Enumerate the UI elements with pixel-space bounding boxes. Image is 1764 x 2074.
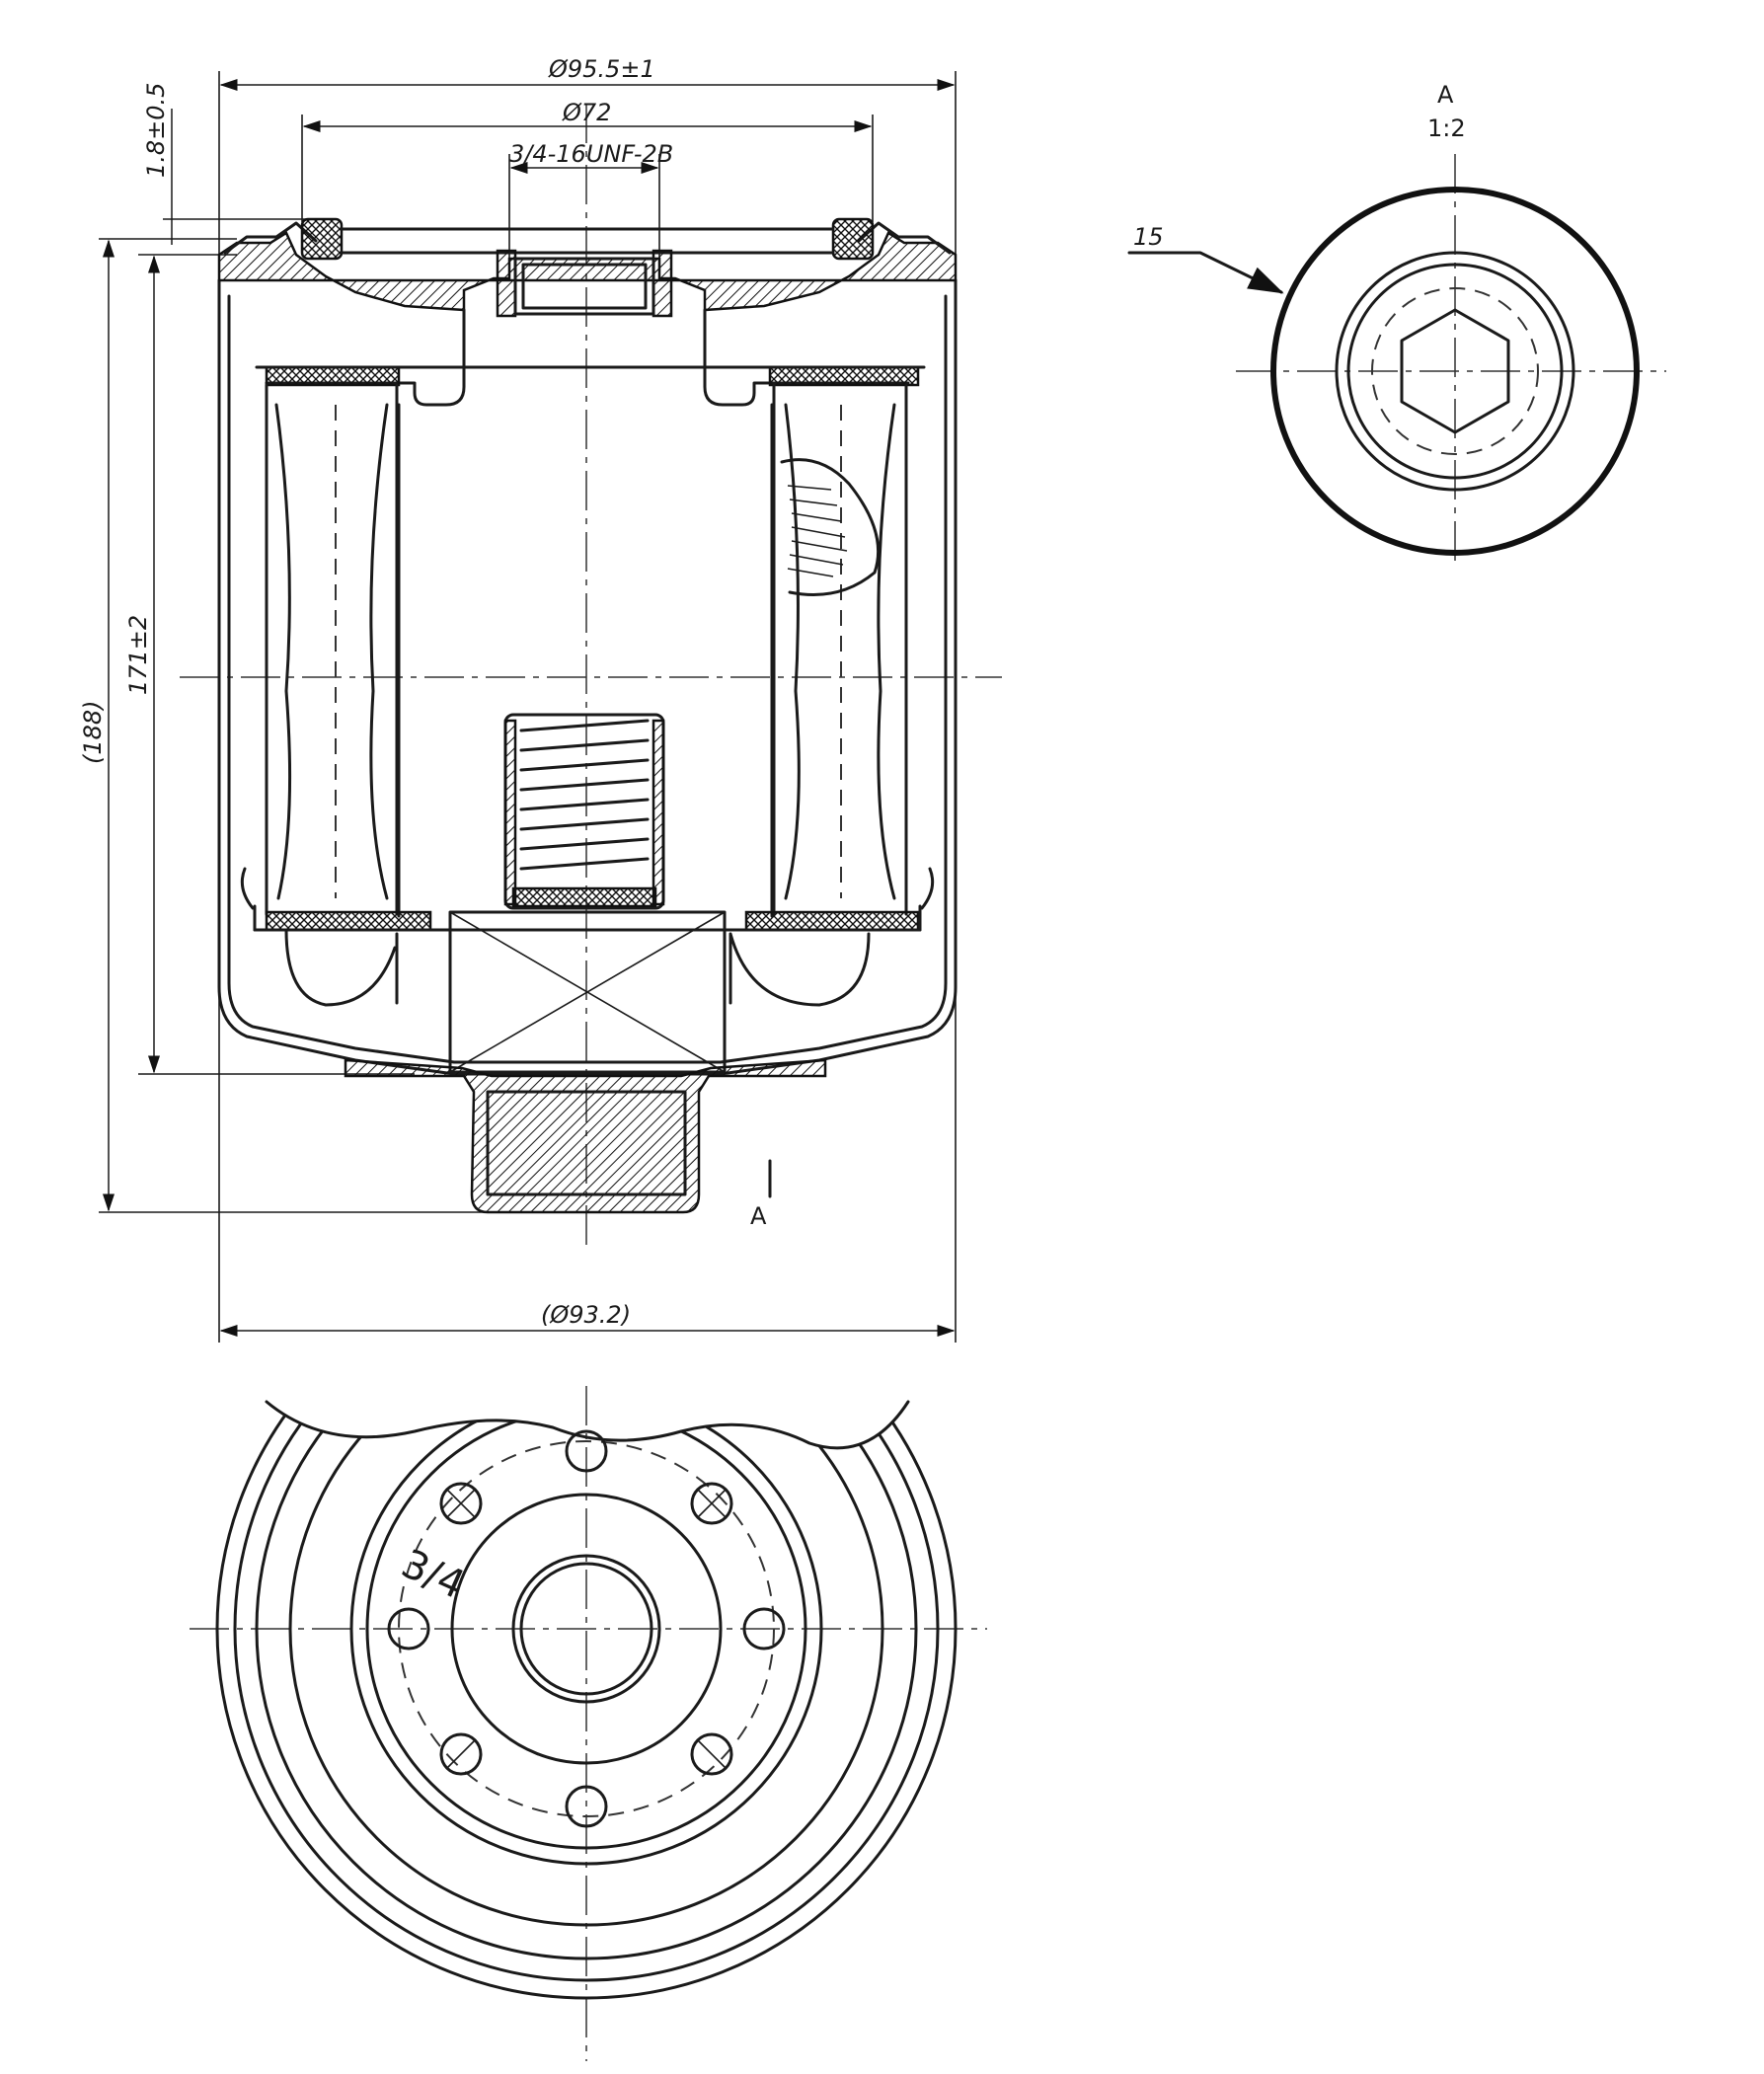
hole-bottom-left-cross <box>446 1739 476 1769</box>
bottom-bolt-circle <box>398 1440 775 1817</box>
element-top-endcap-left <box>265 365 401 387</box>
hole-right <box>742 1607 786 1651</box>
hole-bottom-left <box>439 1732 483 1776</box>
dimension-gasket-diameter: Ø72 <box>562 99 611 126</box>
spring-seat-block <box>448 910 727 1074</box>
bottom-view: 3/4 <box>190 1386 987 2061</box>
bottom-outer-ring-1 <box>215 1402 958 2000</box>
bottom-nut-bore <box>486 1090 687 1196</box>
hole-left <box>387 1607 430 1651</box>
detail-ring-hidden <box>1371 287 1539 455</box>
element-top-endcap-right <box>768 365 920 387</box>
hole-top-right-cross <box>697 1489 727 1518</box>
bottom-nut <box>344 1058 827 1214</box>
dimension-body-height: 171±2 <box>124 615 152 695</box>
filter-pleat-left <box>274 403 389 900</box>
spring-seat-diagonals <box>449 911 726 1073</box>
dimension-gasket-height: 1.8±0.5 <box>142 83 170 178</box>
detail-hex-socket <box>1400 308 1510 434</box>
element-bottom-endcap-left <box>265 910 432 932</box>
element-bottom-endcap-right <box>744 910 920 932</box>
center-tube <box>397 403 774 918</box>
endcap-bottom-hook-right <box>918 867 935 932</box>
bottom-holes <box>387 1429 786 1828</box>
hole-top-right <box>690 1482 733 1525</box>
gasket-right <box>831 217 875 261</box>
thread-boss-left <box>496 249 517 318</box>
thread-bore <box>513 257 655 316</box>
bottom-ribs <box>284 928 871 1007</box>
bypass-valve-wall-right <box>652 719 665 906</box>
hole-top-left <box>439 1482 483 1525</box>
bottom-hub-bore-outer <box>511 1554 661 1704</box>
dimension-overall-height: (188) <box>79 700 107 764</box>
gasket-seat <box>340 227 835 255</box>
dimension-thread: 3/4-16UNF-2B <box>509 140 673 168</box>
hole-bottom-right-cross <box>697 1739 727 1769</box>
hole-top-left-cross <box>446 1489 476 1518</box>
bypass-valve-seat <box>511 886 657 908</box>
bypass-valve-housing <box>503 713 665 910</box>
bottom-outer-ring-4 <box>288 1402 884 1927</box>
bottom-outer-ring-2 <box>233 1402 940 1982</box>
detail-view-scale: 1:2 <box>1427 115 1466 142</box>
outer-can <box>217 278 958 1076</box>
detail-outer-circle <box>1270 187 1640 556</box>
hole-bottom <box>565 1785 608 1828</box>
hole-top <box>565 1429 608 1473</box>
filter-pleat-right <box>784 403 896 900</box>
outer-can-inner <box>227 294 948 1064</box>
thread-bore-inner <box>521 263 648 310</box>
thread-boss-right <box>652 249 673 318</box>
bypass-spring <box>519 719 650 871</box>
bypass-valve-wall-left <box>503 719 517 906</box>
endcap-bottom-hook-left <box>240 867 257 932</box>
bottom-hub-bore-inner <box>519 1562 653 1696</box>
pleat-breakout-folds <box>787 485 848 577</box>
section-view: Ø95.5±1 Ø72 3/4-16UNF-2B 1.8±0.5 (188) 1… <box>79 55 1002 1343</box>
detail-ring-outer <box>1335 251 1575 492</box>
bottom-thread-label: 3/4 <box>395 1541 472 1608</box>
dimension-base-diameter: (Ø93.2) <box>541 1301 631 1329</box>
detail-leader-label: 15 <box>1133 223 1164 251</box>
bottom-hub-outer <box>450 1493 723 1765</box>
hole-bottom-right <box>690 1732 733 1776</box>
detail-ring-middle <box>1346 263 1564 480</box>
center-tube-collar <box>265 308 910 407</box>
filter-element-right <box>772 383 908 916</box>
gasket-left <box>300 217 344 261</box>
section-marker: A <box>750 1202 767 1230</box>
bottom-outer-ring-5 <box>349 1402 823 1866</box>
pleat-breakout <box>780 458 881 596</box>
filter-element-left <box>265 383 399 916</box>
detail-leader <box>1127 251 1284 294</box>
bottom-break-line <box>265 1400 910 1450</box>
dimension-outer-diameter: Ø95.5±1 <box>548 55 655 83</box>
detail-view-title: A <box>1437 81 1454 109</box>
bottom-outer-ring-3 <box>255 1402 918 1960</box>
detail-view-a: A 1:2 15 <box>1127 81 1666 563</box>
